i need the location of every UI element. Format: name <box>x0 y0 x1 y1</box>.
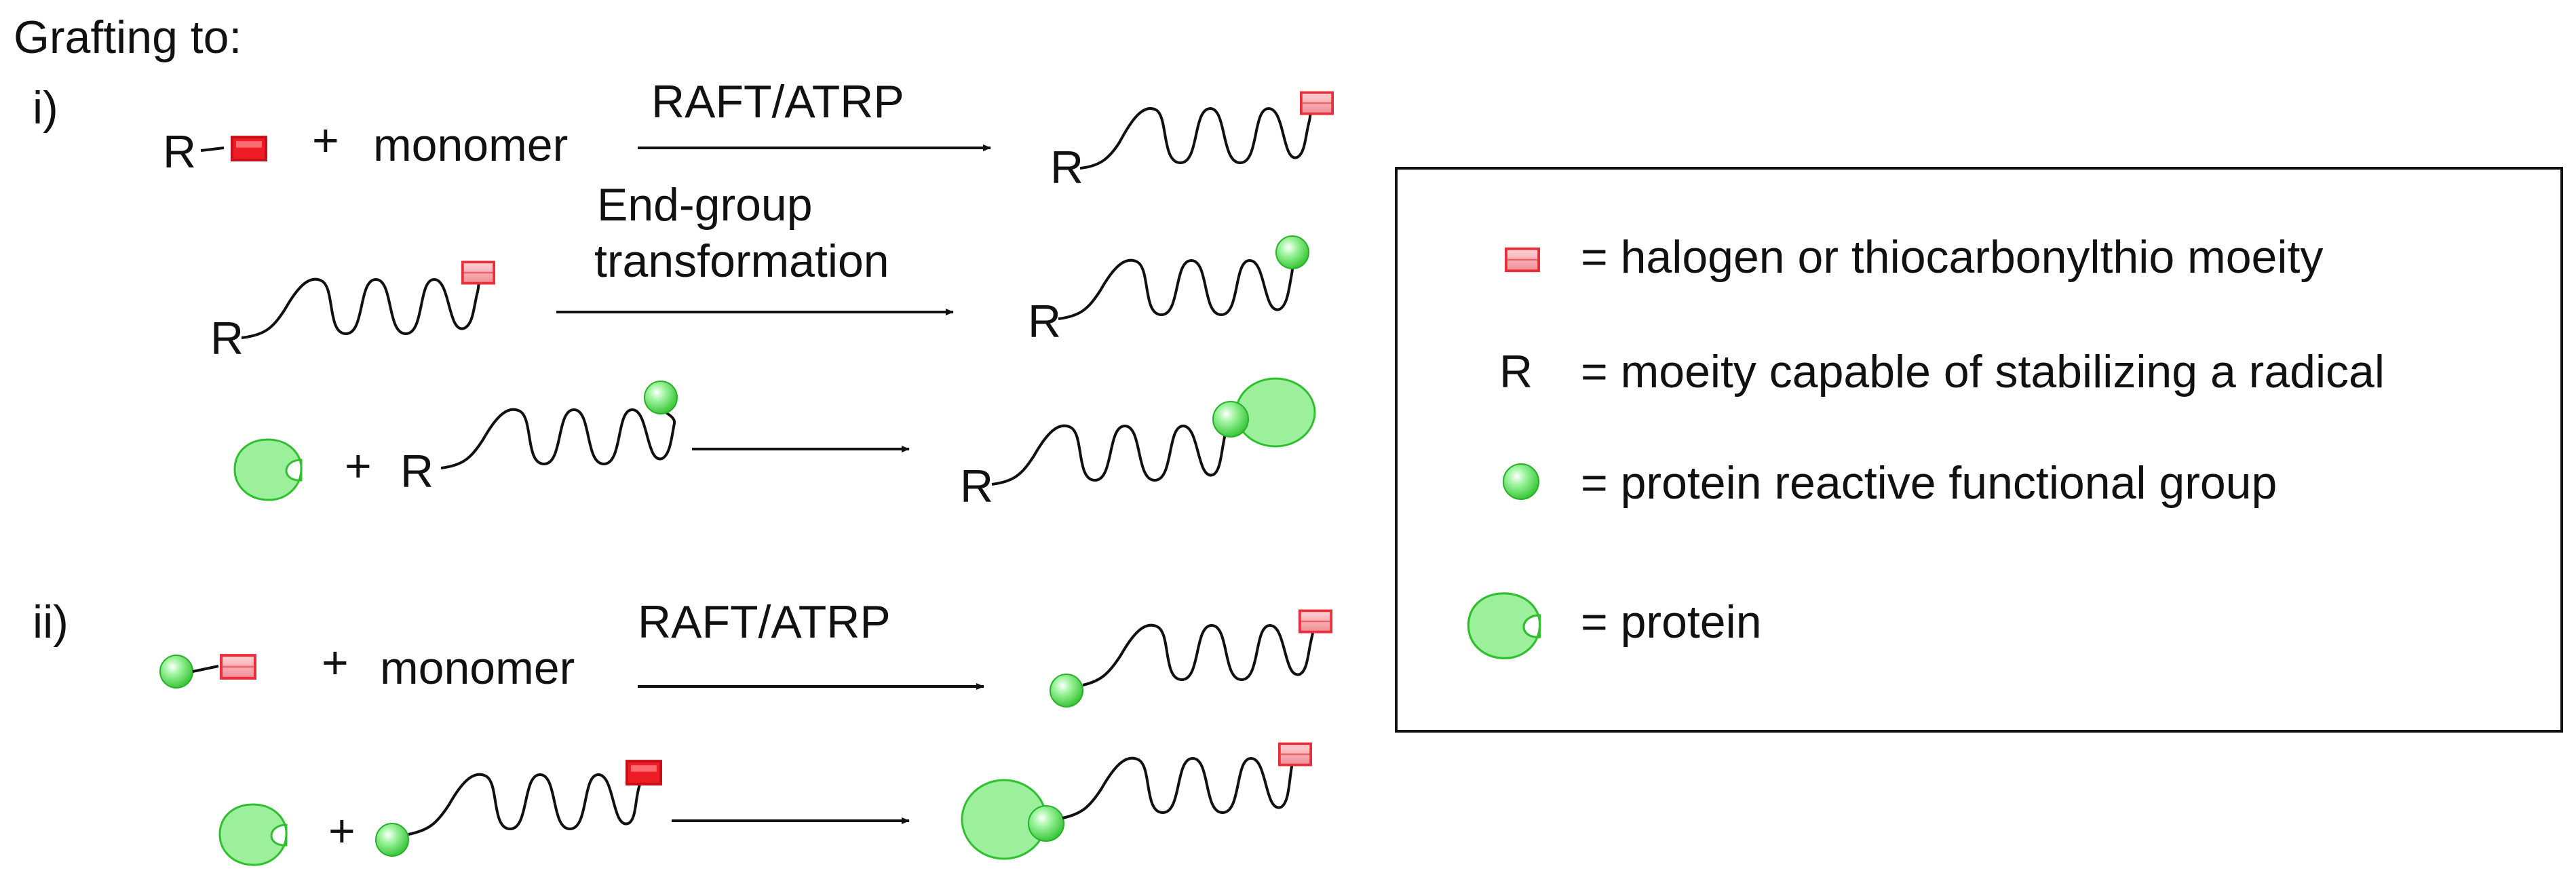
halogen-box <box>461 260 495 285</box>
legend-r-text: = moeity capable of stabilizing a radica… <box>1581 346 2385 397</box>
legend-halogen-icon <box>1506 249 1539 271</box>
r-label: R <box>1028 296 1061 347</box>
polymer-chain <box>991 414 1228 486</box>
section-label-i: i) <box>33 82 58 134</box>
reactive-group-ball <box>1275 235 1309 269</box>
scheme-title: Grafting to: <box>14 12 242 63</box>
halogen-box-solid <box>232 137 266 160</box>
row2-product-chain: R <box>1028 235 1309 347</box>
arrow-label-line2: transformation <box>594 235 889 287</box>
row4-product-chain <box>1050 609 1332 707</box>
monomer-label: monomer <box>380 642 575 694</box>
polymer-chain <box>1082 611 1315 686</box>
legend-protein-text: = protein <box>1581 596 1762 648</box>
legend-halogen-text: = halogen or thiocarbonylthio moeity <box>1581 231 2323 283</box>
r-label: R <box>1050 142 1083 193</box>
halogen-box <box>1300 91 1334 115</box>
r-label: R <box>400 446 434 497</box>
legend-reactive-text: = protein reactive functional group <box>1581 457 2277 509</box>
r-label: R <box>163 126 196 178</box>
row3-conjugate: R <box>960 377 1316 512</box>
row3-reactants: + R <box>233 381 678 501</box>
protein-shape <box>218 803 288 866</box>
r-label: R <box>210 313 244 364</box>
plus-sign: + <box>328 805 355 857</box>
row5-conjugate <box>961 742 1312 860</box>
arrow-label: RAFT/ATRP <box>651 76 904 128</box>
reactive-group-ball <box>644 381 678 414</box>
reactive-group-ball <box>1028 805 1064 842</box>
arrow-label: RAFT/ATRP <box>638 596 891 648</box>
polymer-chain <box>440 403 676 469</box>
polymer-chain <box>408 771 642 836</box>
protein-shape <box>233 438 303 501</box>
halogen-box-solid <box>627 761 661 784</box>
reactive-group-ball <box>375 823 409 857</box>
reactive-group-ball <box>1212 401 1249 438</box>
row1-reactants: R + monomer <box>163 115 568 178</box>
end-group-arrow: End-group transformation <box>556 179 954 315</box>
halogen-box <box>1278 742 1312 767</box>
raft-atrp-arrow-1: RAFT/ATRP <box>638 76 991 151</box>
plus-sign: + <box>312 115 339 166</box>
monomer-label: monomer <box>373 119 568 171</box>
arrow-label-line1: End-group <box>597 179 813 231</box>
protein-shape <box>1235 377 1316 448</box>
reactive-group-ball <box>159 655 193 689</box>
r-label: R <box>960 461 993 512</box>
halogen-box <box>221 655 255 678</box>
plus-sign: + <box>345 440 372 492</box>
legend-box: = halogen or thiocarbonylthio moeity R =… <box>1395 167 2563 733</box>
row5-reactants: + <box>218 761 661 866</box>
legend-r-symbol: R <box>1499 346 1533 397</box>
halogen-box <box>1299 609 1332 634</box>
raft-atrp-arrow-2: RAFT/ATRP <box>638 596 984 690</box>
polymer-chain <box>1058 256 1294 320</box>
row2-reactant-chain: R <box>210 260 495 364</box>
polymer-chain <box>1079 93 1313 170</box>
polymer-chain <box>241 263 482 339</box>
polymer-chain <box>1062 745 1294 819</box>
row4-reactants: + monomer <box>159 637 575 694</box>
row1-product-chain: R <box>1050 91 1334 193</box>
plus-sign: + <box>322 637 349 689</box>
legend-frame <box>1395 167 2563 733</box>
section-label-ii: ii) <box>33 596 69 648</box>
reactive-group-ball <box>1050 674 1083 707</box>
legend-reactive-icon <box>1503 463 1539 500</box>
